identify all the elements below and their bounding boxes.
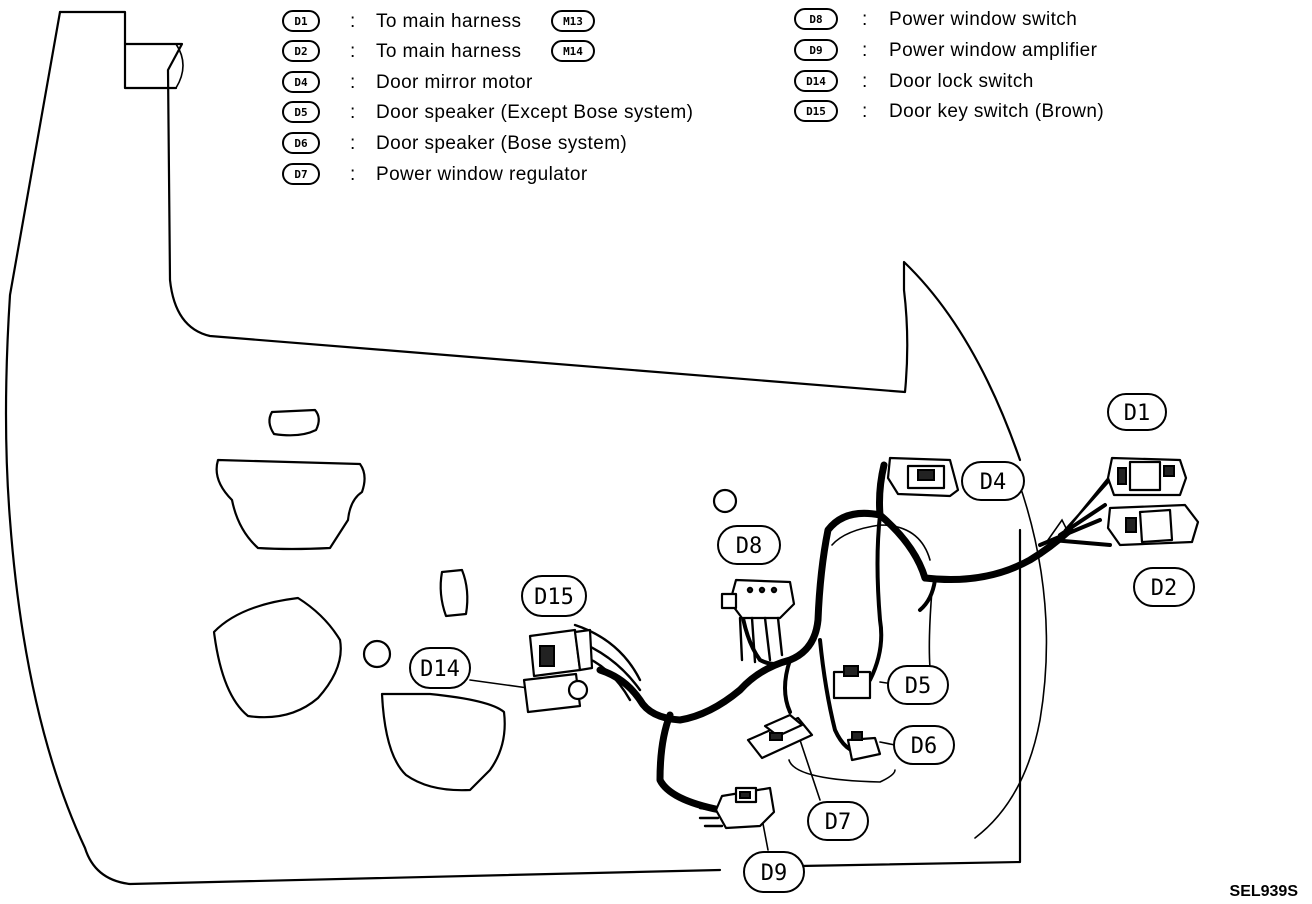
connector-d2: [1106, 503, 1200, 547]
callout-d2: D2: [1133, 567, 1195, 607]
legend-ref: M14: [563, 45, 583, 58]
legend-label: Power window regulator: [376, 164, 588, 185]
figure-reference: SEL939S: [1230, 883, 1299, 900]
legend-item: D8 : Power window switch: [794, 8, 1077, 30]
legend-code: D6: [294, 137, 308, 150]
connector-d1: [1106, 456, 1188, 497]
connector-d15: [528, 628, 594, 678]
legend-item: D6 : Door speaker (Bose system): [282, 132, 627, 154]
connector-d9: [698, 786, 776, 830]
connector-d14: [522, 672, 589, 714]
legend-label: Door speaker (Bose system): [376, 133, 627, 154]
callout-d8: D8: [717, 525, 781, 565]
callout-d6: D6: [893, 725, 955, 765]
callout-d15-label: D15: [534, 585, 574, 610]
legend-label: Power window amplifier: [889, 40, 1098, 61]
legend-item: D15 : Door key switch (Brown): [794, 100, 1104, 122]
connector-d5: [832, 665, 872, 700]
door-panel-cutouts: [212, 408, 738, 792]
legend-label: To main harness: [376, 41, 521, 62]
legend-code: D5: [294, 106, 307, 119]
legend-code: D14: [806, 75, 826, 88]
callout-d4: D4: [961, 461, 1025, 501]
legend-code: D1: [294, 15, 308, 28]
legend-label: Door key switch (Brown): [889, 101, 1104, 122]
callout-d8-label: D8: [736, 534, 763, 559]
legend-code: D2: [294, 45, 307, 58]
callout-d5: D5: [887, 665, 949, 705]
legend-item: D7 : Power window regulator: [282, 163, 588, 185]
legend-code: D4: [294, 76, 308, 89]
legend-left: D1 : To main harness M13 D2 : To main ha…: [282, 10, 693, 185]
callout-d14: D14: [409, 647, 471, 689]
legend-item: D2 : To main harness M14: [282, 40, 595, 62]
callout-d9-label: D9: [761, 861, 788, 886]
callout-d14-label: D14: [420, 657, 460, 682]
callout-d4-label: D4: [980, 470, 1007, 495]
callout-d7-label: D7: [825, 810, 852, 835]
callout-d5-label: D5: [905, 674, 932, 699]
legend-separator: :: [350, 72, 356, 93]
legend-item: D4 : Door mirror motor: [282, 71, 533, 93]
legend-separator: :: [862, 71, 868, 92]
wiring-harness: [573, 461, 1117, 814]
legend-item: D14 : Door lock switch: [794, 70, 1034, 92]
legend-label: Door lock switch: [889, 71, 1034, 92]
legend-code: D8: [809, 13, 822, 26]
callout-d9: D9: [743, 851, 805, 893]
connector-d6: [846, 731, 882, 762]
callout-d1: D1: [1107, 393, 1167, 431]
legend-label: Door mirror motor: [376, 72, 533, 93]
legend-separator: :: [350, 41, 356, 62]
callout-d2-label: D2: [1151, 576, 1178, 601]
legend-label: Power window switch: [889, 9, 1077, 30]
connector-d4: [886, 456, 960, 498]
legend-separator: :: [350, 164, 356, 185]
legend-code: D15: [806, 105, 826, 118]
legend-item: D5 : Door speaker (Except Bose system): [282, 101, 693, 123]
legend-right: D8 : Power window switch D9 : Power wind…: [794, 8, 1104, 122]
legend-separator: :: [350, 11, 356, 32]
callout-d1-label: D1: [1124, 401, 1151, 426]
callout-d6-label: D6: [911, 734, 938, 759]
legend-separator: :: [862, 40, 868, 61]
callout-d7: D7: [807, 801, 869, 841]
legend-item: D9 : Power window amplifier: [794, 39, 1098, 61]
legend-separator: :: [862, 101, 868, 122]
legend-ref: M13: [563, 15, 583, 28]
door-panel-outline: [4, 10, 1048, 886]
legend-code: D9: [809, 44, 822, 57]
legend-separator: :: [862, 9, 868, 30]
legend-code: D7: [294, 168, 307, 181]
callout-d15: D15: [521, 575, 587, 617]
legend-separator: :: [350, 133, 356, 154]
connector-d7: [746, 713, 814, 760]
legend-label: Door speaker (Except Bose system): [376, 102, 693, 123]
legend-separator: :: [350, 102, 356, 123]
legend-label: To main harness: [376, 11, 521, 32]
connector-d8: [720, 578, 796, 664]
legend-item: D1 : To main harness M13: [282, 10, 595, 32]
